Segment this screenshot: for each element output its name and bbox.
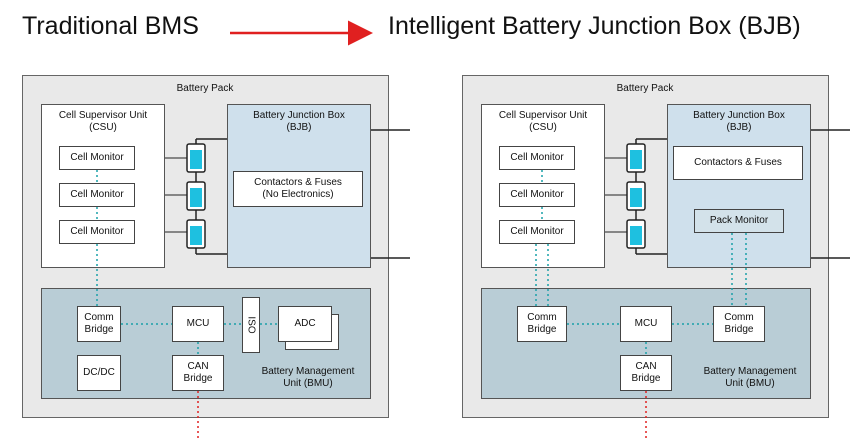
right-cell-stack <box>605 138 667 255</box>
left-adc: ADC <box>278 306 332 342</box>
left-csu-label: Cell Supervisor Unit (CSU) <box>58 110 148 133</box>
left-cell-monitor-2: Cell Monitor <box>59 183 135 207</box>
right-pack-label: Battery Pack <box>616 83 674 94</box>
left-dcdc: DC/DC <box>77 355 121 391</box>
right-can-bridge: CAN Bridge <box>620 355 672 391</box>
left-comm-bridge: Comm Bridge <box>77 306 121 342</box>
left-cell-stack <box>165 138 227 255</box>
right-mcu: MCU <box>620 306 672 342</box>
right-cell-monitor-2: Cell Monitor <box>499 183 575 207</box>
right-comm-bridge: Comm Bridge <box>517 306 567 342</box>
right-comm-bridge-2: Comm Bridge <box>713 306 765 342</box>
left-bjb-label: Battery Junction Box (BJB) <box>253 110 345 133</box>
left-contactors-fuses: Contactors & Fuses (No Electronics) <box>233 171 363 207</box>
right-bjb-label: Battery Junction Box (BJB) <box>693 110 785 133</box>
left-iso: ISO <box>242 297 260 353</box>
left-comm-lines <box>96 170 278 355</box>
right-bmu-label: Battery Management Unit (BMU) <box>703 366 797 389</box>
right-title: Intelligent Battery Junction Box (BJB) <box>388 12 801 40</box>
right-bjb <box>667 104 811 268</box>
right-cell-monitor-3: Cell Monitor <box>499 220 575 244</box>
left-pack-label: Battery Pack <box>176 83 234 94</box>
right-comm-lines <box>535 170 747 355</box>
left-cell-monitor-1: Cell Monitor <box>59 146 135 170</box>
right-csu-label: Cell Supervisor Unit (CSU) <box>498 110 588 133</box>
right-cell-monitor-1: Cell Monitor <box>499 146 575 170</box>
left-bmu-label: Battery Management Unit (BMU) <box>261 366 355 389</box>
left-can-bridge: CAN Bridge <box>172 355 224 391</box>
right-pack-monitor: Pack Monitor <box>694 209 784 233</box>
right-contactors-fuses: Contactors & Fuses <box>673 146 803 180</box>
left-mcu: MCU <box>172 306 224 342</box>
left-title: Traditional BMS <box>22 12 199 40</box>
left-cell-monitor-3: Cell Monitor <box>59 220 135 244</box>
